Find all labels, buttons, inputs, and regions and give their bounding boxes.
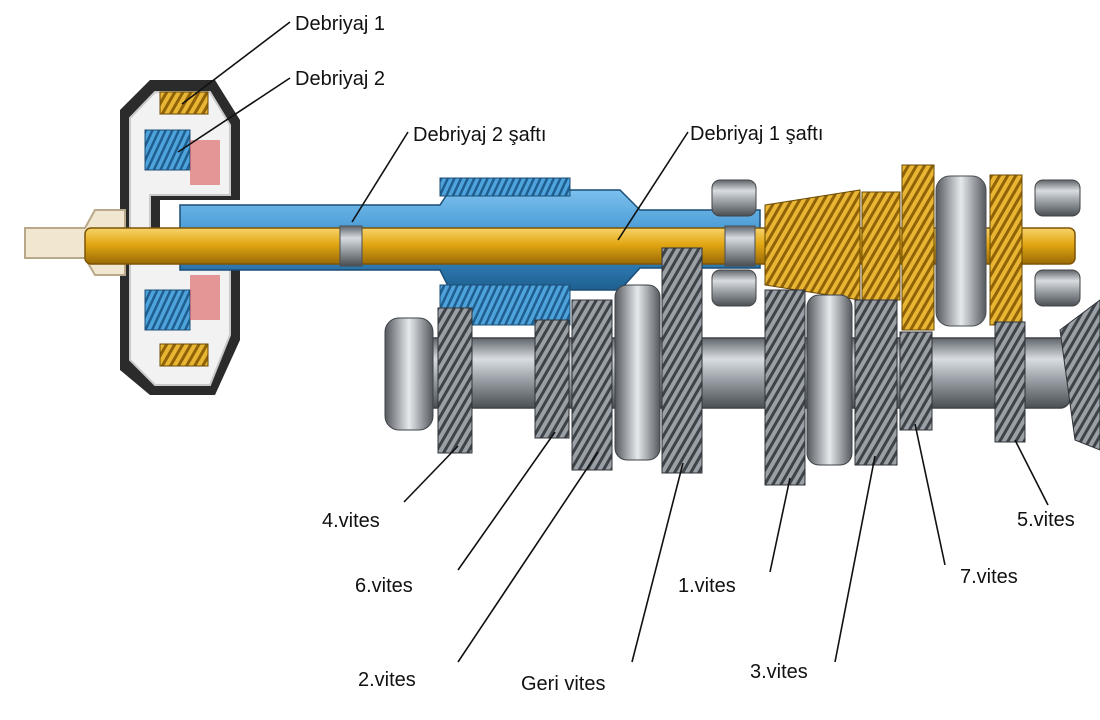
leader-shaft-1 — [617, 131, 689, 241]
input-shaft-gears — [764, 164, 1023, 331]
leader-gear-1 — [769, 477, 791, 573]
label-gear-7: 7.vites — [960, 566, 1018, 588]
leader-gear-4 — [403, 445, 459, 503]
leader-gear-2 — [457, 451, 599, 663]
label-clutch-1: Debriyaj 1 — [295, 13, 386, 35]
leader-clutch-1 — [181, 21, 291, 105]
leader-gear-7 — [914, 423, 946, 566]
input-shaft-bearings — [711, 179, 1081, 307]
clutch-2-plates — [144, 129, 220, 331]
leader-gear-6 — [457, 431, 556, 571]
label-gear-2: 2.vites — [358, 669, 416, 691]
countershaft-gears — [437, 247, 1100, 486]
leader-clutch-2 — [177, 77, 291, 153]
leader-gear-5 — [1014, 439, 1049, 506]
leader-gear-3 — [834, 455, 876, 663]
countershaft — [384, 317, 1071, 431]
label-clutch-2: Debriyaj 2 — [295, 68, 386, 90]
label-gear-3: 3.vites — [750, 661, 808, 683]
label-gear-1: 1.vites — [678, 575, 736, 597]
label-gear-5: 5.vites — [1017, 509, 1075, 531]
leader-lines — [177, 21, 1049, 663]
label-clutch-2-shaft: Debriyaj 2 şaftı — [413, 124, 547, 146]
leader-reverse — [631, 462, 684, 663]
label-reverse-gear: Geri vites — [521, 673, 606, 695]
label-clutch-1-shaft: Debriyaj 1 şaftı — [690, 123, 824, 145]
label-gear-4: 4.vites — [322, 510, 380, 532]
label-gear-6: 6.vites — [355, 575, 413, 597]
leader-shaft-2 — [351, 131, 409, 223]
